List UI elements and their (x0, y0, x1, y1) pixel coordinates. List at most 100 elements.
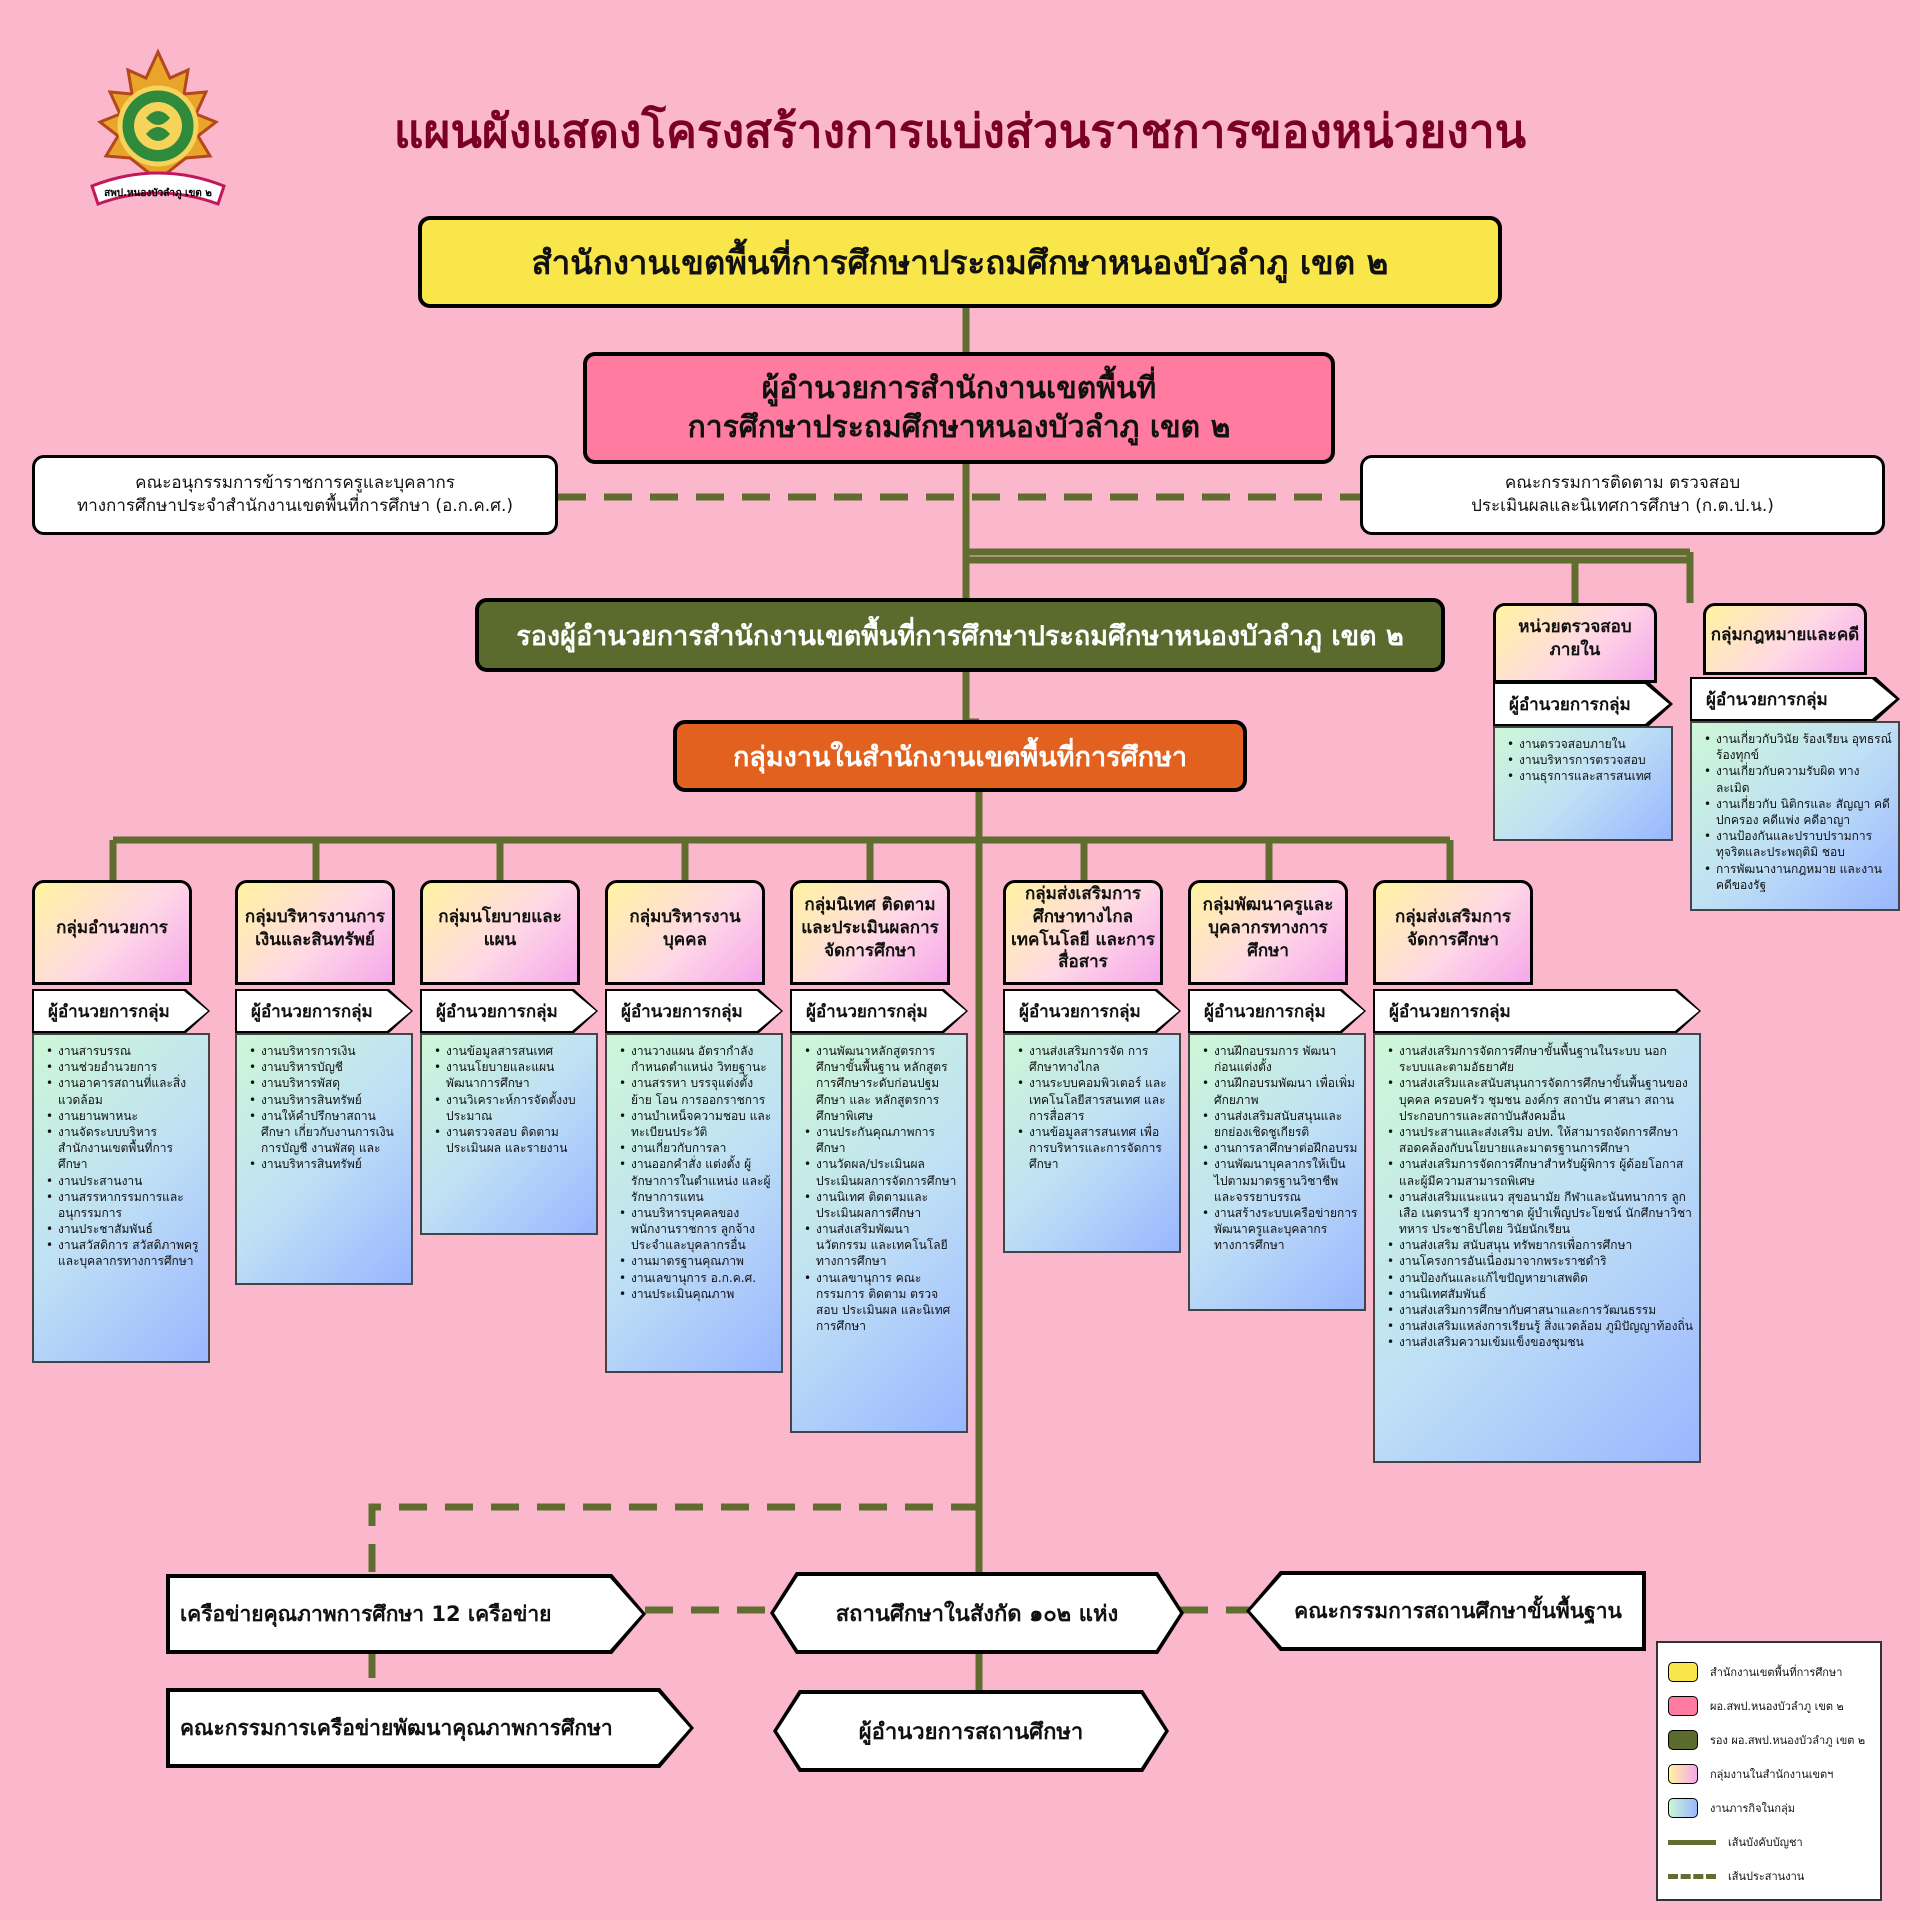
legend-item: เส้นประสานงาน (1668, 1859, 1870, 1893)
group-head-label: ผู้อำนวยการกลุ่ม (1019, 1001, 1141, 1022)
side-unit-audit: หน่วยตรวจสอบภายใน (1493, 603, 1657, 683)
legend-label: กลุ่มงานในสำนักงานเขตฯ (1710, 1768, 1834, 1781)
list-item: งานส่งเสริมการจัด การศึกษาทางไกล (1011, 1043, 1173, 1075)
group-title-box: กลุ่มบริหารงานการเงินและสินทรัพย์ (235, 880, 395, 985)
legend-label: งานภารกิจในกลุ่ม (1710, 1802, 1796, 1815)
group-head-tag: ผู้อำนวยการกลุ่ม (32, 989, 210, 1033)
list-item: งานบริหารการตรวจสอบ (1501, 752, 1665, 768)
network-box: เครือข่ายคุณภาพการศึกษา 12 เครือข่าย (166, 1574, 646, 1654)
list-item: งานฝึกอบรมพัฒนา เพื่อเพิ่มศักยภาพ (1196, 1075, 1358, 1107)
list-item: งานข้อมูลสารสนเทศ (428, 1043, 590, 1059)
group-title-box: กลุ่มส่งเสริมการศึกษาทางไกล เทคโนโลยี แล… (1003, 880, 1163, 985)
legend-solid-line (1668, 1839, 1716, 1845)
list-item: งานเกี่ยวกับความรับผิด ทางละเมิด (1698, 763, 1892, 795)
group-title-box: กลุ่มบริหารงานบุคคล (605, 880, 765, 985)
group-title: กลุ่มส่งเสริมการจัดการศึกษา (1394, 906, 1512, 950)
network-committee-box: คณะกรรมการเครือข่ายพัฒนาคุณภาพการศึกษา (166, 1688, 694, 1768)
list-item: งานสรรหา บรรจุแต่งตั้ง ย้าย โอน การออกรา… (613, 1075, 775, 1107)
legend-dashed-line (1668, 1873, 1716, 1879)
group-task-list: งานข้อมูลสารสนเทศงานนโยบายและแผนพัฒนาการ… (420, 1033, 598, 1235)
group-title-box: กลุ่มนโยบายและแผน (420, 880, 580, 985)
list-item: งานจัดระบบบริหารสำนักงานเขตพื้นที่การศึก… (40, 1124, 202, 1173)
list-item: งานประสานงาน (40, 1173, 202, 1189)
legend-swatch-yellow (1668, 1662, 1698, 1682)
obec-seal-logo: สพป.หนองบัวลำภู เขต ๒ (88, 48, 228, 208)
list-item: งานอาคารสถานที่และสิ่งแวดล้อม (40, 1075, 202, 1107)
deputy-box: รองผู้อำนวยการสำนักงานเขตพื้นที่การศึกษา… (475, 598, 1445, 672)
group-title-box: กลุ่มพัฒนาครูและบุคลากรทางการศึกษา (1188, 880, 1348, 985)
list-item: งานเกี่ยวกับวินัย ร้องเรียน อุทธรณ์ ร้อง… (1698, 731, 1892, 763)
list-item: งานบริหารพัสดุ (243, 1075, 405, 1091)
list-item: งานวัดผล/ประเมินผล ประเมินผลการจัดการศึก… (798, 1156, 960, 1188)
legend-item: รอง ผอ.สพป.หนองบัวลำภู เขต ๒ (1668, 1723, 1870, 1757)
list-item: งานบริหารสินทรัพย์ (243, 1156, 405, 1172)
legend-swatch-gradient2 (1668, 1798, 1698, 1818)
list-item: งานบริหารการเงิน (243, 1043, 405, 1059)
list-item: งานส่งเสริมพัฒนานวัตกรรม และเทคโนโลยีทาง… (798, 1221, 960, 1270)
basic-committee-box: คณะกรรมการสถานศึกษาขั้นพื้นฐาน (1246, 1571, 1646, 1651)
list-item: งานส่งเสริมและสนับสนุนการจัดการศึกษาขั้น… (1381, 1075, 1693, 1124)
list-item: งานนโยบายและแผนพัฒนาการศึกษา (428, 1059, 590, 1091)
group-head-tag: ผู้อำนวยการกลุ่ม (1188, 989, 1366, 1033)
list-item: งานประชาสัมพันธ์ (40, 1221, 202, 1237)
list-item: งานส่งเสริม สนับสนุน ทรัพยากรเพื่อการศึก… (1381, 1237, 1693, 1253)
legend-swatch-pink (1668, 1696, 1698, 1716)
list-item: งานการลาศึกษาต่อฝึกอบรม (1196, 1140, 1358, 1156)
list-item: งานมาตรฐานคุณภาพ (613, 1253, 775, 1269)
list-item: งานประกันคุณภาพการศึกษา (798, 1124, 960, 1156)
schools-label: สถานศึกษาในสังกัด ๑๐๒ แห่ง (835, 1601, 1119, 1627)
schools-box: สถานศึกษาในสังกัด ๑๐๒ แห่ง (770, 1572, 1184, 1654)
side-unit-audit-tasks: งานตรวจสอบภายใน งานบริหารการตรวจสอบ งานธ… (1493, 726, 1673, 841)
committee-left-line2: ทางการศึกษาประจำสำนักงานเขตพื้นที่การศึก… (77, 496, 513, 516)
list-item: งานประเมินคุณภาพ (613, 1286, 775, 1302)
committee-left-line1: คณะอนุกรรมการข้าราชการครูและบุคลากร (135, 473, 455, 494)
legend-item: สำนักงานเขตพื้นที่การศึกษา (1668, 1655, 1870, 1689)
group-task-list: งานพัฒนาหลักสูตรการศึกษาขั้นพื้นฐาน หลัก… (790, 1033, 968, 1433)
side-unit-legal-head-tag: ผู้อำนวยการกลุ่ม (1690, 677, 1900, 721)
list-item: งานส่งเสริมแนะแนว สุขอนามัย กีฬาและนันทน… (1381, 1189, 1693, 1238)
logo-caption: สพป.หนองบัวลำภู เขต ๒ (104, 188, 212, 199)
legend: สำนักงานเขตพื้นที่การศึกษา ผอ.สพป.หนองบั… (1656, 1641, 1882, 1901)
list-item: งานธุรการและสารสนเทศ (1501, 768, 1665, 784)
list-item: งานเลขานุการ อ.ก.ค.ศ. (613, 1270, 775, 1286)
director-box: ผู้อำนวยการสำนักงานเขตพื้นที่ การศึกษาปร… (583, 352, 1335, 464)
group-head-tag: ผู้อำนวยการกลุ่ม (420, 989, 598, 1033)
list-item: งานบำเหน็จความชอบ และ ทะเบียนประวัติ (613, 1108, 775, 1140)
list-item: งานระบบคอมพิวเตอร์ และ เทคโนโลยีสารสนเทศ… (1011, 1075, 1173, 1124)
group-head-label: ผู้อำนวยการกลุ่ม (1204, 1001, 1326, 1022)
group-head-label: ผู้อำนวยการกลุ่ม (1389, 1001, 1511, 1022)
list-item: งานส่งเสริมความเข้มแข็งของชุมชน (1381, 1334, 1693, 1350)
legend-label: รอง ผอ.สพป.หนองบัวลำภู เขต ๒ (1710, 1734, 1866, 1747)
legend-label: ผอ.สพป.หนองบัวลำภู เขต ๒ (1710, 1700, 1844, 1713)
list-item: งานส่งเสริมสนับสนุนและยกย่องเชิดชูเกียรต… (1196, 1108, 1358, 1140)
committee-right-line2: ประเมินผลและนิเทศการศึกษา (ก.ต.ป.น.) (1471, 496, 1774, 516)
list-item: งานป้องกันและปราบปรามการทุจริตและประพฤติ… (1698, 828, 1892, 860)
network-label: เครือข่ายคุณภาพการศึกษา 12 เครือข่าย (180, 1601, 552, 1626)
list-item: งานช่วยอำนวยการ (40, 1059, 202, 1075)
group-title: กลุ่มพัฒนาครูและบุคลากรทางการศึกษา (1202, 895, 1334, 961)
group-task-list: งานส่งเสริมการจัด การศึกษาทางไกลงานระบบค… (1003, 1033, 1181, 1253)
legend-item: งานภารกิจในกลุ่ม (1668, 1791, 1870, 1825)
network-committee-label: คณะกรรมการเครือข่ายพัฒนาคุณภาพการศึกษา (180, 1715, 613, 1740)
list-item: งานสร้างระบบเครือข่ายการพัฒนาครูและบุคลา… (1196, 1205, 1358, 1254)
legend-swatch-green (1668, 1730, 1698, 1750)
school-director-label: ผู้อำนวยการสถานศึกษา (858, 1719, 1084, 1745)
list-item: งานออกคำสั่ง แต่งตั้ง ผู้รักษาการในตำแหน… (613, 1156, 775, 1205)
list-item: งานวิเคราะห์การจัดตั้งงบประมาณ (428, 1092, 590, 1124)
list-item: การพัฒนางานกฎหมาย และงานคดีของรัฐ (1698, 861, 1892, 893)
list-item: งานบริหารสินทรัพย์ (243, 1092, 405, 1108)
list-item: งานให้คำปรึกษาสถานศึกษา เกี่ยวกับงานการเ… (243, 1108, 405, 1157)
group-head-label: ผู้อำนวยการกลุ่ม (621, 1001, 743, 1022)
committee-right-line1: คณะกรรมการติดตาม ตรวจสอบ (1504, 473, 1741, 494)
group-title: กลุ่มส่งเสริมการศึกษาทางไกล เทคโนโลยี แล… (1010, 883, 1156, 973)
group-title: กลุ่มบริหารงานบุคคล (629, 906, 741, 950)
office-box: สำนักงานเขตพื้นที่การศึกษาประถมศึกษาหนอง… (418, 216, 1502, 308)
group-title: กลุ่มนโยบายและแผน (438, 906, 562, 950)
list-item: งานบริหารบุคคลของพนักงานราชการ ลูกจ้าง ป… (613, 1205, 775, 1254)
group-task-list: งานส่งเสริมการจัดการศึกษาขั้นพื้นฐานในระ… (1373, 1033, 1701, 1463)
list-item: งานเลขานุการ คณะกรรมการ ติดตาม ตรวจสอบ ป… (798, 1270, 960, 1335)
school-director-box: ผู้อำนวยการสถานศึกษา (773, 1690, 1169, 1772)
list-item: งานตรวจสอบภายใน (1501, 736, 1665, 752)
list-item: งานยานพาหนะ (40, 1108, 202, 1124)
